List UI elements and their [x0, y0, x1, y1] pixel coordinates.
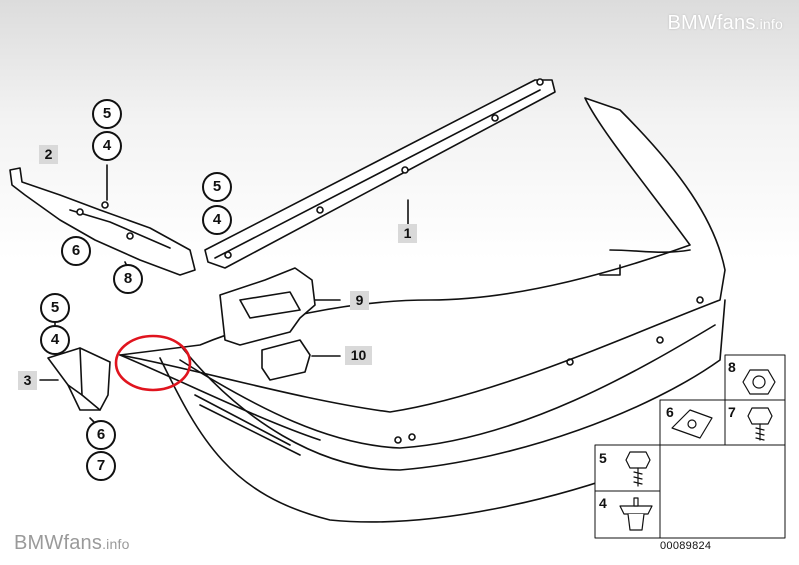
- watermark-brand: BMWfans: [667, 12, 756, 34]
- watermark-top: BMWfans.info: [667, 12, 783, 35]
- highlight-circle: [114, 334, 192, 392]
- watermark-suffix: .info: [755, 16, 783, 32]
- kit-label-8: 8: [728, 359, 736, 375]
- part-label-2: 2: [39, 145, 58, 164]
- callout-circle-6: 6: [61, 236, 91, 266]
- part-10-clip: [261, 339, 341, 381]
- speed-nut-drawing: [671, 409, 713, 439]
- kit-label-5: 5: [599, 450, 607, 466]
- bolt-drawing-7: [747, 407, 773, 441]
- part-label-1: 1: [398, 224, 417, 243]
- part-2-left-bracket: [9, 164, 196, 276]
- bolt-drawing-5: [625, 451, 651, 487]
- part-label-9: 9: [350, 291, 369, 310]
- part-3-corner-guide: [39, 347, 111, 411]
- kit-label-7: 7: [728, 404, 736, 420]
- part-1-support-strip: [204, 78, 556, 269]
- callout-circle-4: 4: [202, 205, 232, 235]
- part-label-3: 3: [18, 371, 37, 390]
- part-9-bracket: [219, 267, 341, 346]
- diagram-reference-code: 00089824: [660, 540, 712, 552]
- callout-circle-4: 4: [92, 131, 122, 161]
- watermark-bottom: BMWfans.info: [14, 532, 130, 555]
- callout-circle-8: 8: [113, 264, 143, 294]
- watermark-brand: BMWfans: [14, 532, 103, 554]
- callout-circle-4: 4: [40, 325, 70, 355]
- callout-circle-7: 7: [86, 451, 116, 481]
- watermark-suffix: .info: [102, 536, 130, 552]
- hex-nut-drawing: [742, 369, 776, 395]
- kit-label-6: 6: [666, 404, 674, 420]
- callout-circle-6: 6: [86, 420, 116, 450]
- kit-label-4: 4: [599, 495, 607, 511]
- callout-circle-5: 5: [92, 99, 122, 129]
- callout-circle-5: 5: [40, 293, 70, 323]
- part-label-10: 10: [345, 346, 372, 365]
- callout-circle-5: 5: [202, 172, 232, 202]
- expanding-rivet-drawing: [619, 497, 653, 531]
